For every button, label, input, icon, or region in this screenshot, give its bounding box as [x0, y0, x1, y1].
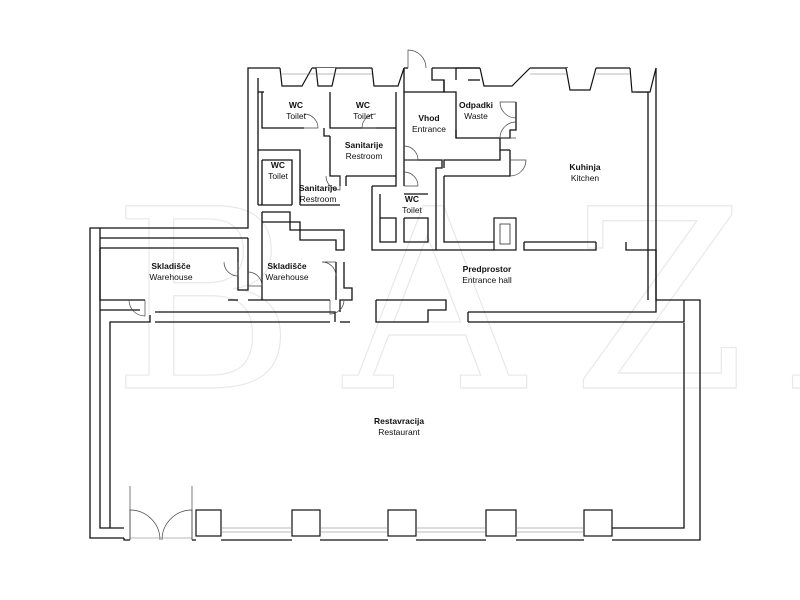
room-sanitarije2-name: Sanitarije: [299, 183, 338, 193]
room-kuhinja-sub: Kitchen: [571, 173, 600, 183]
room-restavracija-name: Restavracija: [374, 416, 424, 426]
room-sanitarije1-name: Sanitarije: [345, 140, 384, 150]
room-restavracija-sub: Restaurant: [378, 427, 420, 437]
room-odpadki-sub: Waste: [464, 111, 488, 121]
walls: [89, 67, 701, 541]
room-odpadki-name: Odpadki: [459, 100, 493, 110]
room-wc4-sub: Toilet: [402, 205, 422, 215]
room-skladisce1-name: Skladišče: [151, 261, 190, 271]
room-skladisce2-sub: Warehouse: [265, 272, 308, 282]
room-wc1-name: WC: [289, 100, 303, 110]
room-labels: WC Toilet WC Toilet WC Toilet WC Toilet …: [149, 100, 600, 437]
room-wc4-name: WC: [405, 194, 419, 204]
room-predprostor-sub: Entrance hall: [462, 275, 512, 285]
room-wc3-sub: Toilet: [268, 171, 288, 181]
doors: [128, 49, 527, 541]
room-sanitarije1-sub: Restroom: [346, 151, 383, 161]
room-skladisce2-name: Skladišče: [267, 261, 306, 271]
room-vhod-name: Vhod: [418, 113, 439, 123]
room-wc2-sub: Toilet: [353, 111, 373, 121]
room-vhod-sub: Entrance: [412, 124, 446, 134]
room-wc2-name: WC: [356, 100, 370, 110]
watermark-text: BAZA: [112, 156, 800, 447]
room-predprostor-name: Predprostor: [463, 264, 512, 274]
room-wc3-name: WC: [271, 160, 285, 170]
room-wc1-sub: Toilet: [286, 111, 306, 121]
room-skladisce1-sub: Warehouse: [149, 272, 192, 282]
room-kuhinja-name: Kuhinja: [569, 162, 600, 172]
room-sanitarije2-sub: Restroom: [300, 194, 337, 204]
